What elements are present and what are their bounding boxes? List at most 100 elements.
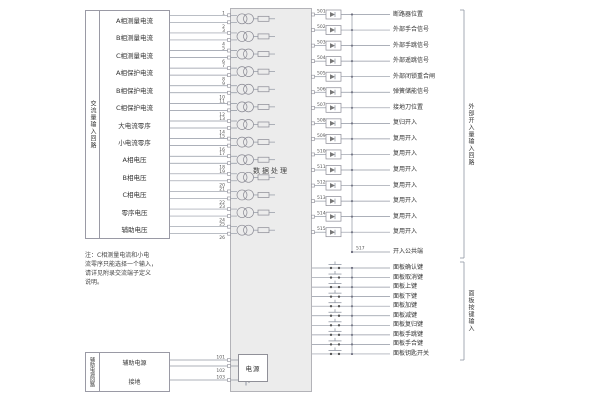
terminal-number: 11 — [219, 98, 225, 104]
ac-row-label: C相保护电流 — [115, 104, 154, 113]
aux-power-group: 辅助电源回路 辅助电源接地 — [85, 352, 170, 392]
terminal-number: 508 — [317, 117, 326, 123]
terminal-number: 1 — [222, 10, 225, 16]
terminal-number: 511 — [317, 164, 326, 170]
terminal-number: 20 — [219, 182, 225, 188]
terminal-number: 512 — [317, 180, 326, 186]
terminal-number: 505 — [317, 71, 326, 77]
key-row-label: 面板下键 — [393, 292, 418, 300]
ac-row-label: B相测量电流 — [116, 34, 153, 43]
di-row-label: 复用开入 — [393, 212, 418, 220]
ac-row-label: C相电压 — [122, 191, 147, 200]
terminal-number: 17 — [219, 151, 225, 157]
aux-group-strip: 辅助电源回路 — [86, 353, 100, 391]
ac-input-group: 交流量输入回路 A相测量电流 B相测量电流 C相测量电流 A相保护电流 B相保护电流 C相… — [85, 10, 170, 239]
terminal-number: 517 — [356, 246, 365, 252]
key-group: 面板按键输入 — [466, 262, 475, 360]
power-supply-label: 电源 — [245, 365, 261, 373]
terminal-number: 514 — [317, 211, 326, 217]
terminal-number: 10 — [219, 94, 225, 100]
terminal-number: 25 — [219, 222, 225, 228]
di-group: 外部开入量输入回路 — [466, 10, 475, 258]
terminal-number: 12 — [219, 112, 225, 118]
di-row-label: 复用开入 — [393, 150, 418, 158]
ac-row-label: 大电流零序 — [118, 121, 151, 130]
ac-row-label: B相保护电流 — [116, 86, 153, 95]
aux-rows: 辅助电源接地 — [100, 353, 169, 391]
di-row-label: 复归开入 — [393, 119, 418, 127]
aux-row-label: 接地 — [128, 379, 141, 386]
di-row-label: 弹簧储能信号 — [393, 88, 430, 96]
ac-group-label: 交流量输入回路 — [89, 100, 96, 149]
key-row-label: 面板减键 — [393, 311, 418, 319]
note-line: 请详见附录交流端子定义 — [85, 270, 152, 277]
terminal-number: 15 — [219, 134, 225, 140]
terminal-number: 2 — [222, 24, 225, 30]
terminal-number: 510 — [317, 148, 326, 154]
note-line: 流零序只能选择一个输入， — [85, 261, 158, 268]
di-row-label: 接地刀位置 — [393, 103, 424, 111]
terminal-number: 6 — [222, 59, 225, 65]
key-row-label: 面板手跳键 — [393, 330, 424, 338]
terminal-number: 9 — [222, 81, 225, 87]
terminal-number: 26 — [219, 235, 225, 241]
terminal-number: 21 — [219, 186, 225, 192]
di-row-label: 复用开入 — [393, 181, 418, 189]
di-row-label: 断路器位置 — [393, 10, 424, 18]
ac-row-label: 零序电压 — [121, 208, 148, 217]
di-row-label: 外部手跳信号 — [393, 41, 430, 49]
terminal-number: 24 — [219, 218, 225, 224]
terminal-number: 506 — [317, 86, 326, 92]
note-line: 注：C相测量电流和小电 — [85, 252, 150, 259]
note-text: 注：C相测量电流和小电流零序只能选择一个输入， 请详见附录交流端子定义说明。 — [85, 251, 183, 287]
key-row-label: 面板取消键 — [393, 273, 424, 281]
terminal-number: 14 — [219, 129, 225, 135]
terminal-number: 504 — [317, 55, 326, 61]
key-row-label: 面板手合键 — [393, 340, 424, 348]
ac-rows: A相测量电流 B相测量电流 C相测量电流 A相保护电流 B相保护电流 C相保护电流大电流零… — [100, 11, 169, 238]
terminal-number: 23 — [219, 204, 225, 210]
terminal-number: 502 — [317, 24, 326, 30]
aux-row-label: 辅助电源 — [122, 360, 147, 367]
ac-row-label: 辅助电压 — [121, 226, 148, 235]
terminal-number: 507 — [317, 102, 326, 108]
terminal-number: 503 — [317, 40, 326, 46]
ac-row-label: B相电压 — [122, 173, 147, 182]
key-row-label: 面板加键 — [393, 302, 418, 310]
terminal-number: 8 — [222, 77, 225, 83]
ac-row-label: C相测量电流 — [115, 51, 154, 60]
di-row-label: 复用开入 — [393, 228, 418, 236]
ac-row-label: A相保护电流 — [116, 69, 153, 78]
terminal-number: 501 — [317, 9, 326, 15]
ac-row-label: A相电压 — [122, 156, 147, 165]
terminal-number: 16 — [219, 147, 225, 153]
ac-group-strip: 交流量输入回路 — [86, 11, 100, 238]
note-line: 说明。 — [85, 279, 104, 286]
terminal-number: 4 — [222, 41, 225, 47]
processor-label: 数据处理 — [253, 167, 289, 175]
terminal-number: 101 — [216, 355, 225, 361]
key-row-label: 面板确认键 — [393, 264, 424, 271]
terminal-number: 515 — [317, 226, 326, 232]
key-row-label: 面板上键 — [393, 283, 418, 291]
terminal-number: 103 — [216, 375, 225, 381]
di-common-label: 开入公共端 — [393, 248, 424, 255]
power-supply-box: 电源 — [238, 354, 268, 382]
ac-row-label: A相测量电流 — [116, 16, 153, 25]
di-group-label: 外部开入量输入回路 — [467, 102, 474, 166]
di-row-label: 复用开入 — [393, 134, 418, 142]
terminal-number: 5 — [222, 46, 225, 52]
key-row-label: 面板钥匙开关 — [393, 349, 430, 357]
aux-group-label: 辅助电源回路 — [89, 357, 95, 387]
key-group-label: 面板按键输入 — [467, 290, 474, 332]
terminal-number: 3 — [222, 28, 225, 34]
terminal-number: 509 — [317, 133, 326, 139]
terminal-number: 18 — [219, 165, 225, 171]
key-row-label: 面板复归键 — [393, 321, 424, 329]
terminal-number: 19 — [219, 169, 225, 175]
terminal-number: 513 — [317, 195, 326, 201]
di-row-label: 外部闭锁重合闸 — [393, 72, 436, 80]
